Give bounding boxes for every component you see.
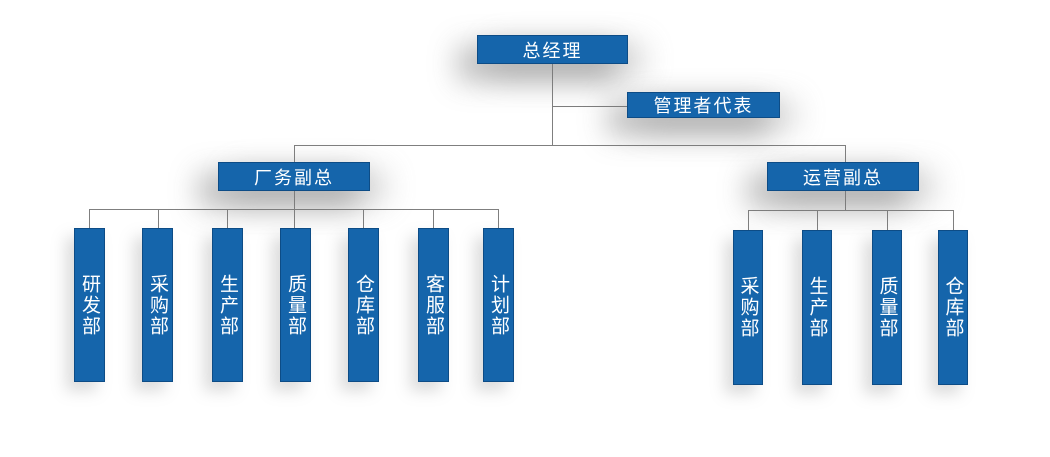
org-node-department: 生产部: [212, 228, 243, 382]
org-node-department: 质量部: [280, 228, 311, 382]
org-node-management-representative: 管理者代表: [627, 92, 780, 118]
connector-left-stub-5: [363, 209, 364, 228]
connector-root-drop: [552, 64, 553, 146]
connector-left-stub-1: [89, 209, 90, 228]
org-node-label: 管理者代表: [653, 96, 754, 116]
org-node-label: 仓库部: [353, 273, 374, 337]
org-node-label: 生产部: [217, 273, 238, 337]
org-node-label: 计划部: [488, 273, 509, 337]
org-node-department: 质量部: [872, 230, 902, 385]
org-node-department: 采购部: [142, 228, 173, 382]
org-node-department: 采购部: [733, 230, 763, 385]
connector-right-stub-1: [748, 210, 749, 230]
connector-staff-branch: [552, 106, 627, 107]
org-node-factory-vp: 厂务副总: [218, 162, 370, 191]
org-node-label: 运营副总: [803, 167, 883, 188]
connector-right-stub-3: [887, 210, 888, 230]
connector-main-horizontal: [294, 145, 846, 146]
org-node-operations-vp: 运营副总: [767, 162, 919, 191]
org-node-label: 质量部: [285, 273, 306, 337]
org-node-label: 采购部: [147, 273, 168, 337]
org-node-label: 质量部: [876, 276, 898, 339]
org-node-department: 仓库部: [348, 228, 379, 382]
connector-vp2-stub: [845, 145, 846, 162]
connector-vp1-stub: [294, 145, 295, 162]
org-node-label: 仓库部: [942, 276, 964, 339]
org-node-label: 总经理: [522, 40, 583, 61]
org-node-department: 客服部: [418, 228, 449, 382]
connector-right-horizontal: [748, 210, 954, 211]
connector-left-stub-2: [158, 209, 159, 228]
connector-right-stub-4: [953, 210, 954, 230]
connector-right-stub-2: [817, 210, 818, 230]
connector-left-stub-7: [498, 209, 499, 228]
connector-left-horizontal: [89, 209, 499, 210]
org-node-label: 采购部: [737, 276, 759, 339]
org-node-department: 仓库部: [938, 230, 968, 385]
org-node-label: 生产部: [806, 276, 828, 339]
org-node-label: 研发部: [79, 273, 100, 337]
org-node-department: 研发部: [74, 228, 105, 382]
org-node-department: 计划部: [483, 228, 514, 382]
connector-left-stub-3: [227, 209, 228, 228]
org-node-general-manager: 总经理: [477, 35, 628, 64]
org-node-department: 生产部: [802, 230, 832, 385]
connector-left-stub-6: [433, 209, 434, 228]
org-node-label: 厂务副总: [254, 167, 334, 188]
connector-vp2-drop: [845, 191, 846, 210]
org-node-label: 客服部: [423, 273, 444, 337]
